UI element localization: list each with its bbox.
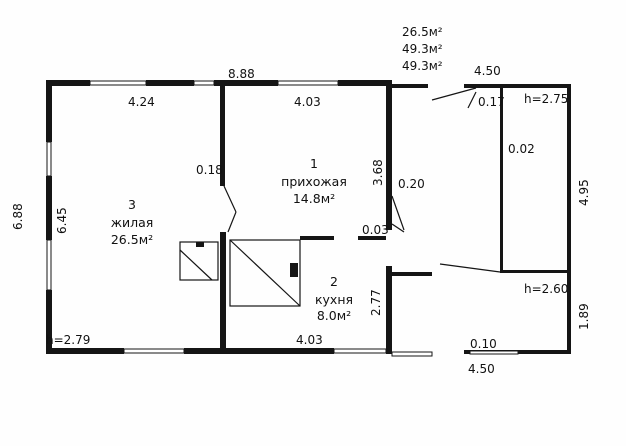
dimension-label: 0.20 <box>398 177 425 191</box>
room-name: жилая <box>111 215 154 230</box>
stove-hatch <box>179 249 213 281</box>
room-number: 2 <box>330 274 338 289</box>
stove <box>179 241 219 281</box>
top-wall-segment <box>338 80 392 86</box>
dimension-label: 6.45 <box>55 207 69 234</box>
dimension-label: 4.50 <box>474 64 501 78</box>
left-wall-segment <box>46 176 52 240</box>
height-label: h=2.79 <box>46 333 90 347</box>
room-hallway: 1 прихожая 14.8м² <box>281 156 347 206</box>
interior-partitions <box>220 86 405 348</box>
window <box>333 348 387 354</box>
room-area: 8.0м² <box>317 308 351 323</box>
room-living: 3 жилая 26.5м² <box>111 197 154 247</box>
dimension-label: 1.89 <box>577 303 591 330</box>
right-wall-segment <box>386 80 392 230</box>
porch-top-wall <box>392 84 428 88</box>
partition-wall <box>220 232 226 348</box>
dimension-label: 4.03 <box>296 333 323 347</box>
dimension-label: 2.77 <box>369 289 383 316</box>
stove-vent <box>196 242 204 247</box>
dimension-label: 6.88 <box>11 203 25 230</box>
bottom-wall-segment <box>184 348 334 354</box>
kitchen-stove-door <box>290 263 298 277</box>
partition-wall <box>220 86 225 186</box>
room-area: 26.5м² <box>111 232 153 247</box>
left-wall-segment <box>46 80 52 142</box>
height-label: h=2.75 <box>524 92 568 106</box>
right-wall-segment <box>386 266 392 346</box>
window <box>277 80 339 86</box>
entry-door-swing <box>391 223 405 233</box>
total-area-summary: 49.3м² <box>402 42 443 56</box>
dimension-label: 4.24 <box>128 95 155 109</box>
top-wall-segment <box>214 80 278 86</box>
exterior-walls <box>46 80 392 354</box>
dimension-label: 3.68 <box>371 159 385 186</box>
total-area-summary: 49.3м² <box>402 59 443 73</box>
dimension-label: 4.95 <box>577 179 591 206</box>
porch-top-wall <box>464 84 570 88</box>
height-label: h=2.60 <box>524 282 568 296</box>
porch-inner-wall <box>500 88 503 272</box>
kitchen-stove <box>229 239 301 307</box>
dimension-label: 0.18 <box>196 163 223 177</box>
room-kitchen: 2 кухня 8.0м² <box>315 274 353 323</box>
window <box>89 80 147 86</box>
window <box>193 80 215 86</box>
porch-link-wall <box>392 272 432 276</box>
window <box>46 239 52 291</box>
porch-window <box>469 350 519 355</box>
dimension-label: 8.88 <box>228 67 255 81</box>
dimension-label: 0.02 <box>508 142 535 156</box>
porch-walls <box>391 84 571 357</box>
room-number: 3 <box>128 197 136 212</box>
room-name: кухня <box>315 292 353 307</box>
porch-door-swing <box>431 87 477 101</box>
door-swing <box>223 185 237 213</box>
kitchen-partition <box>300 236 334 240</box>
kitchen-stove-hatch <box>229 239 301 307</box>
porch-inner-wall <box>500 270 568 273</box>
window <box>123 348 185 354</box>
top-wall-segment <box>46 80 90 86</box>
dimension-label: 0.03 <box>362 223 389 237</box>
dimension-label: 0.17 <box>478 95 505 109</box>
room-name: прихожая <box>281 174 347 189</box>
bottom-wall-segment <box>46 348 124 354</box>
dimension-label: 0.10 <box>470 337 497 351</box>
living-area-summary: 26.5м² <box>402 25 443 39</box>
door-swing <box>227 211 237 233</box>
porch-door-swing <box>439 263 501 273</box>
window <box>46 141 52 177</box>
porch-marker <box>467 91 477 109</box>
room-number: 1 <box>310 156 318 171</box>
porch-window <box>391 351 433 357</box>
kitchen-partition <box>358 236 386 240</box>
bottom-wall-segment <box>386 340 392 354</box>
entry-door-swing <box>391 195 405 231</box>
dimension-label: 4.50 <box>468 362 495 376</box>
left-wall-segment <box>46 290 52 354</box>
dimension-label: 4.03 <box>294 95 321 109</box>
top-wall-segment <box>146 80 194 86</box>
porch-right-wall <box>567 84 571 354</box>
stove-fixtures <box>179 239 301 307</box>
room-area: 14.8м² <box>293 191 335 206</box>
